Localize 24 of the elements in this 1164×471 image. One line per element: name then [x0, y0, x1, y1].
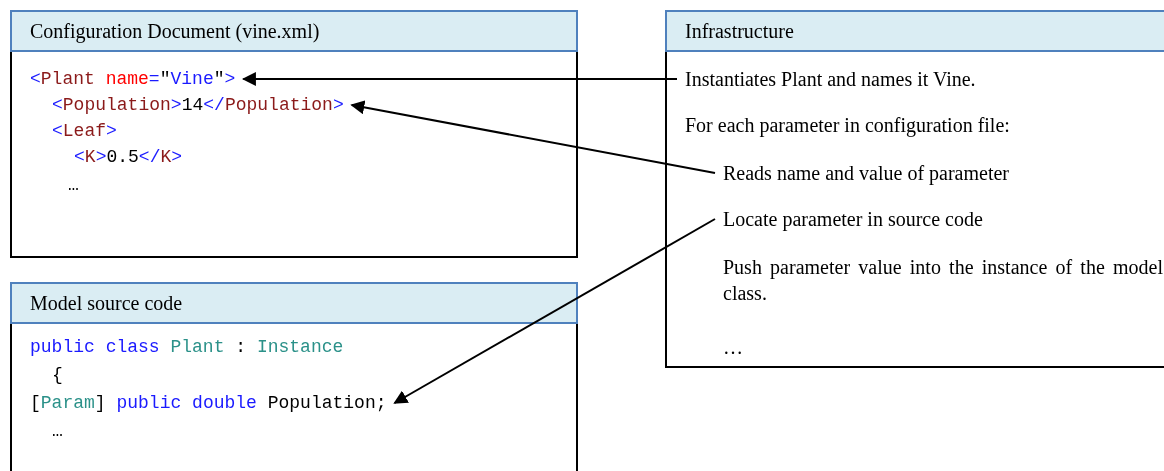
arrow [393, 218, 716, 404]
step-text: Reads name and value of parameter [723, 160, 1009, 186]
code-panel [10, 282, 578, 471]
code-line: … [68, 174, 79, 196]
code-line: … [52, 420, 63, 442]
code-line: <Leaf> [52, 120, 117, 142]
arrow [350, 100, 716, 174]
code-panel [10, 10, 578, 258]
code-line: <Population>14</Population> [52, 94, 344, 116]
panel-header: Configuration Document (vine.xml) [10, 10, 578, 52]
code-line: [Param] public double Population; [30, 392, 387, 414]
text-panel [665, 10, 1164, 368]
panel-header: Infrastructure [665, 10, 1164, 52]
arrow [241, 72, 678, 86]
code-line: { [52, 364, 63, 386]
step-text: Locate parameter in source code [723, 206, 983, 232]
code-line: public class Plant : Instance [30, 336, 344, 358]
panel-header: Model source code [10, 282, 578, 324]
step-text: Instantiates Plant and names it Vine. [685, 66, 976, 92]
step-text: For each parameter in configuration file: [685, 112, 1010, 138]
step-text: Push parameter value into the instance of the model class. [723, 254, 1163, 306]
step-text: … [723, 334, 743, 360]
code-line: <K>0.5</K> [74, 146, 183, 168]
code-line: <Plant name="Vine"> [30, 68, 236, 90]
